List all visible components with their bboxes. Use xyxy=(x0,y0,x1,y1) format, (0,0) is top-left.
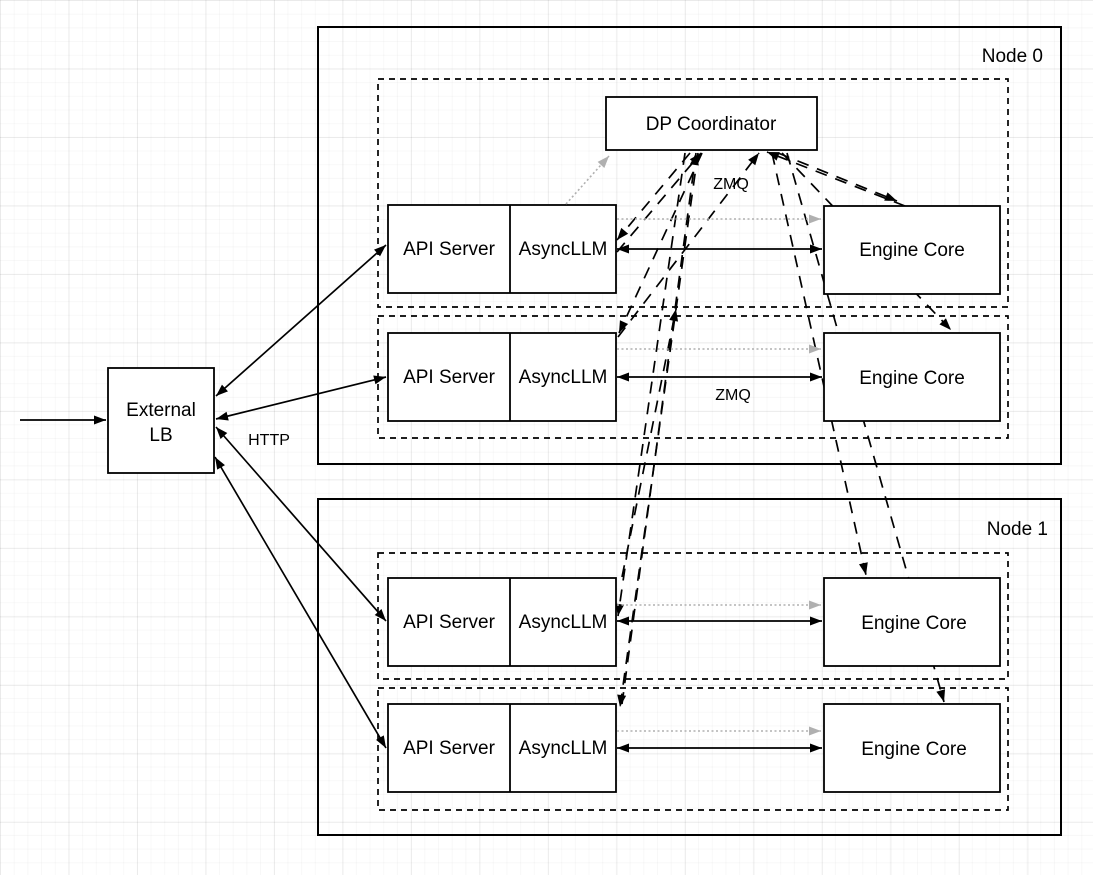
node0-label: Node 0 xyxy=(982,46,1043,67)
arrow-coordinator-to-asyncllm-n1r2 xyxy=(617,152,699,708)
asyncllm-label-n0r1: AsyncLLM xyxy=(519,239,608,260)
arrow-coordinator-to-asyncllm-n0r1 xyxy=(616,152,691,241)
api-asyncllm-box-n1r2 xyxy=(387,703,617,793)
arrow-lb-api-n1r1 xyxy=(215,426,387,622)
node1-group2-dashed-container xyxy=(377,687,1009,811)
arrow-coordinator-to-enginecore-n1r1 xyxy=(771,152,868,576)
arrow-asyncllm-n0r1-to-coordinator xyxy=(616,152,702,253)
engine-core-box-n0r2 xyxy=(823,332,1001,422)
asyncllm-label-n0r2: AsyncLLM xyxy=(519,367,608,388)
engine-core-label-n1r2: Engine Core xyxy=(861,739,967,760)
arrow-lb-api-n1r2 xyxy=(214,456,387,749)
external-lb-label-line2: LB xyxy=(149,425,172,446)
engine-core-label-n1r1: Engine Core xyxy=(861,613,967,634)
api-server-label-n1r1: API Server xyxy=(403,612,496,633)
zmq-coordinator-edge-label: ZMQ xyxy=(713,176,749,193)
api-server-label-n1r2: API Server xyxy=(403,738,496,759)
engine-core-label-n0r2: Engine Core xyxy=(859,368,965,389)
node1-label: Node 1 xyxy=(987,519,1048,540)
api-server-label-n0r1: API Server xyxy=(403,239,496,260)
dp-coordinator-label: DP Coordinator xyxy=(646,114,777,135)
external-lb-box xyxy=(107,367,215,474)
engine-core-label-n0r1: Engine Core xyxy=(859,240,965,261)
arrow-lb-api-n0r1 xyxy=(215,244,387,397)
arrow-coordinator-to-enginecore-n0r1 xyxy=(777,152,898,202)
api-asyncllm-box-n1r1 xyxy=(387,577,617,667)
arrow-coordinator-to-asyncllm-n1r1 xyxy=(615,152,686,617)
arrow-asyncllm-n1r1-to-coordinator-container xyxy=(621,308,679,578)
api-asyncllm-box-n0r1 xyxy=(387,204,617,294)
node1-group1-dashed-container xyxy=(377,552,1009,680)
api-server-label-n0r2: API Server xyxy=(403,367,496,388)
engine-core-box-n1r2 xyxy=(823,703,1001,793)
asyncllm-label-n1r1: AsyncLLM xyxy=(519,612,608,633)
asyncllm-label-n1r2: AsyncLLM xyxy=(519,738,608,759)
external-lb-label-line1: External xyxy=(126,400,196,421)
api-asyncllm-box-n0r2 xyxy=(387,332,617,422)
arrow-lb-api-n0r2 xyxy=(215,375,387,421)
engine-core-box-n1r1 xyxy=(823,577,1001,667)
arrow-coordinator-to-asyncllm-n0r2 xyxy=(618,152,703,334)
zmq-engine-edge-label: ZMQ xyxy=(715,387,751,404)
dp-coordinator-box xyxy=(605,96,818,151)
http-edge-label: HTTP xyxy=(248,432,290,449)
engine-core-box-n0r1 xyxy=(823,205,1001,295)
arrow-enginecore-n0r1-to-coordinator xyxy=(766,151,906,207)
dotted-arrow-asyncllm-n0r1-to-coordinator xyxy=(565,155,610,205)
